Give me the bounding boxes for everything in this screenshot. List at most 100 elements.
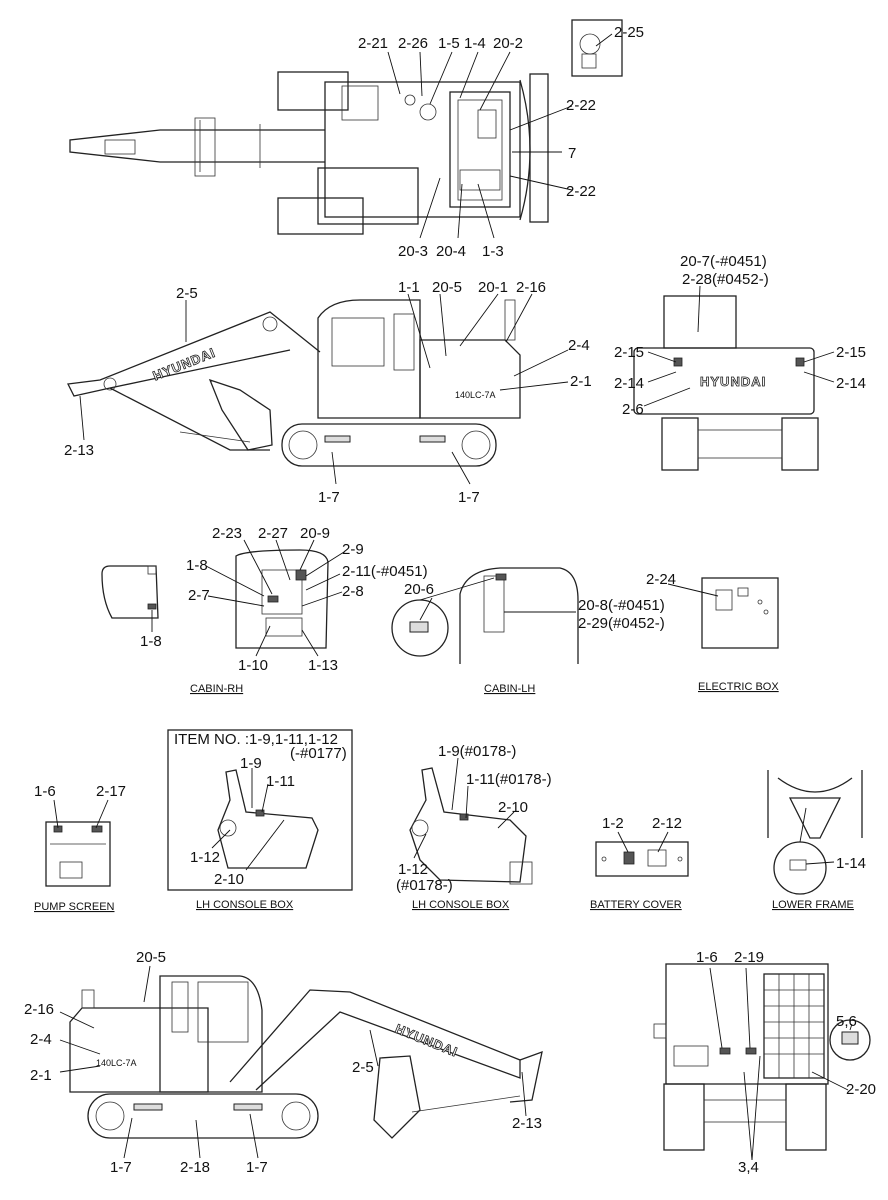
callout-1-7-right-b: 1-7 bbox=[246, 1159, 268, 1176]
caption-cabin-rh: CABIN-RH bbox=[190, 683, 243, 695]
boom-logo-right: HYUNDAI bbox=[393, 1021, 460, 1060]
model-badge-left: 140LC-7A bbox=[455, 390, 496, 400]
dozer-blade bbox=[529, 73, 549, 223]
callout-2-11: 2-11(-#0451) bbox=[342, 563, 428, 580]
boom-side-right bbox=[229, 989, 521, 1091]
callout-2-16-left: 2-16 bbox=[516, 279, 546, 296]
callout-2-18: 2-18 bbox=[180, 1159, 210, 1176]
callout-2-8: 2-8 bbox=[342, 583, 364, 600]
callout-1-5: 1-5 bbox=[438, 35, 460, 52]
callout-2-7: 2-7 bbox=[188, 587, 210, 604]
callout-2-25: 2-25 bbox=[614, 24, 644, 41]
callout-1-14: 1-14 bbox=[836, 855, 866, 872]
rear-counterweight bbox=[633, 347, 815, 415]
callout-1-7-left-b: 1-7 bbox=[458, 489, 480, 506]
callout-20-9: 20-9 bbox=[300, 525, 330, 542]
callout-2-12: 2-12 bbox=[652, 815, 682, 832]
callout-2-16-right: 2-16 bbox=[24, 1001, 54, 1018]
callout-1-3: 1-3 bbox=[482, 243, 504, 260]
rear-track-left bbox=[661, 417, 699, 471]
callout-2-29: 2-29(#0452-) bbox=[578, 615, 665, 632]
callout-3-4: 3,4 bbox=[738, 1159, 759, 1176]
track-side bbox=[281, 423, 497, 467]
lower-frame-structure bbox=[767, 770, 863, 839]
callout-1-8-bottom: 1-8 bbox=[140, 633, 162, 650]
callout-2-14-left: 2-14 bbox=[614, 375, 644, 392]
callout-2-27: 2-27 bbox=[258, 525, 288, 542]
battery-cover-panel bbox=[595, 841, 689, 877]
cabin-lh-door bbox=[459, 567, 579, 664]
callout-20-7: 20-7(-#0451) bbox=[680, 253, 767, 270]
rear-cab bbox=[663, 295, 737, 349]
callout-2-5-left: 2-5 bbox=[176, 285, 198, 302]
callout-1-2: 1-2 bbox=[602, 815, 624, 832]
pump-screen-view: 1-6 2-17 PUMP SCREEN bbox=[34, 783, 126, 913]
callout-20-2: 20-2 bbox=[493, 35, 523, 52]
callout-2-9: 2-9 bbox=[342, 541, 364, 558]
rear-track-right bbox=[781, 417, 819, 471]
callout-2-23: 2-23 bbox=[212, 525, 242, 542]
callout-1-7-right-a: 1-7 bbox=[110, 1159, 132, 1176]
console-1-frame bbox=[167, 729, 353, 891]
cabin-top bbox=[449, 91, 511, 208]
callout-2-22-top: 2-22 bbox=[566, 97, 596, 114]
engine-hood-right bbox=[69, 1007, 209, 1093]
callout-7: 7 bbox=[568, 145, 576, 162]
electric-box-panel bbox=[701, 577, 779, 649]
callout-2-13-left: 2-13 bbox=[64, 442, 94, 459]
callout-2-21: 2-21 bbox=[358, 35, 388, 52]
callout-1-11-console2: 1-11(#0178-) bbox=[466, 771, 552, 788]
callout-2-1-left: 2-1 bbox=[570, 373, 592, 390]
callout-2-15-left: 2-15 bbox=[614, 344, 644, 361]
callout-5-6: 5,6 bbox=[836, 1013, 857, 1030]
battery-cover-view: 1-2 2-12 BATTERY COVER bbox=[590, 815, 689, 911]
bucket-right bbox=[373, 1055, 421, 1139]
callout-1-10: 1-10 bbox=[238, 657, 268, 674]
front-track-right bbox=[785, 1083, 827, 1151]
console-2-body bbox=[409, 767, 527, 883]
callout-1-13: 1-13 bbox=[308, 657, 338, 674]
boom-logo: HYUNDAI bbox=[151, 345, 218, 384]
callout-1-6-front: 1-6 bbox=[696, 949, 718, 966]
model-badge-right: 140LC-7A bbox=[96, 1058, 137, 1068]
callout-2-4-right: 2-4 bbox=[30, 1031, 52, 1048]
callout-1-4: 1-4 bbox=[464, 35, 486, 52]
callout-2-4-left: 2-4 bbox=[568, 337, 590, 354]
callout-2-5-right: 2-5 bbox=[352, 1059, 374, 1076]
caption-lower-frame: LOWER FRAME bbox=[772, 899, 854, 911]
caption-cabin-lh: CABIN-LH bbox=[484, 683, 535, 695]
callout-1-12-console2-serial: (#0178-) bbox=[396, 877, 453, 894]
callout-20-5-right: 20-5 bbox=[136, 949, 166, 966]
callout-20-1: 20-1 bbox=[478, 279, 508, 296]
callout-2-13-right: 2-13 bbox=[512, 1115, 542, 1132]
item-no-line1: ITEM NO. :1-9,1-11,1-12 bbox=[174, 731, 338, 748]
engine-hood bbox=[419, 339, 521, 419]
left-side-view: HYUNDAI 140LC-7A 2-5 1-1 20-5 20-1 bbox=[64, 279, 592, 506]
callout-2-1-right: 2-1 bbox=[30, 1067, 52, 1084]
caption-pump-screen: PUMP SCREEN bbox=[34, 901, 115, 913]
callout-2-6: 2-6 bbox=[622, 401, 644, 418]
callout-2-14-right: 2-14 bbox=[836, 375, 866, 392]
lh-console-box-2-view: 1-9(#0178-) 1-11(#0178-) 2-10 1-12 (#017… bbox=[396, 743, 552, 911]
callout-2-28: 2-28(#0452-) bbox=[682, 271, 769, 288]
cabin-rh-interior bbox=[235, 549, 329, 649]
rear-logo: HYUNDAI bbox=[700, 374, 766, 389]
callout-20-5-left: 20-5 bbox=[432, 279, 462, 296]
callout-2-15-right: 2-15 bbox=[836, 344, 866, 361]
callout-1-1: 1-1 bbox=[398, 279, 420, 296]
track-side-right bbox=[87, 1093, 319, 1139]
track-upper bbox=[277, 71, 349, 111]
item-no-line2: (-#0177) bbox=[290, 745, 347, 762]
front-view: 1-6 2-19 5,6 2-20 3,4 bbox=[653, 949, 876, 1176]
callout-1-11-console1: 1-11 bbox=[266, 773, 295, 790]
callout-2-20: 2-20 bbox=[846, 1081, 876, 1098]
callout-1-7-left-a: 1-7 bbox=[318, 489, 340, 506]
callout-20-3: 20-3 bbox=[398, 243, 428, 260]
callout-1-12-console1: 1-12 bbox=[190, 849, 220, 866]
top-view: 2-21 2-26 1-5 1-4 20-2 2-25 2-22 7 2-22 … bbox=[69, 19, 644, 260]
lower-frame-detail-circle bbox=[773, 841, 827, 895]
callout-20-6: 20-6 bbox=[404, 581, 434, 598]
cabin-lh-view: 20-6 20-8(-#0451) 2-29(#0452-) CABIN-LH bbox=[391, 567, 665, 695]
front-grid-lines bbox=[764, 974, 824, 1078]
